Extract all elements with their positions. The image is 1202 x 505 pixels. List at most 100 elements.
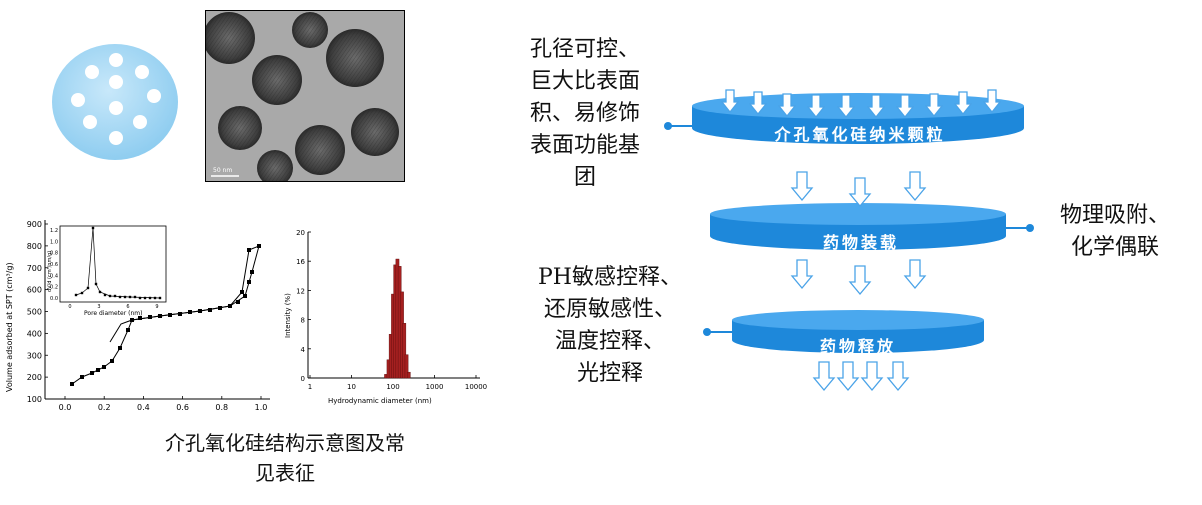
loading-line: 物理吸附、 bbox=[1059, 203, 1170, 228]
feature-line: 积、易修饰 bbox=[529, 101, 640, 126]
arrows-stage1-to-2 bbox=[791, 171, 926, 207]
connector-loading bbox=[1006, 224, 1034, 232]
tem-micrograph: 50 nm bbox=[205, 10, 405, 182]
dls-xtick-label: 1000 bbox=[426, 383, 444, 391]
isotherm-point bbox=[218, 306, 222, 310]
isotherm-point bbox=[188, 310, 192, 314]
feature-line: 团 bbox=[573, 165, 596, 190]
isotherm-point bbox=[90, 371, 94, 375]
left-caption-line2: 见表征 bbox=[255, 461, 315, 485]
isotherm-point bbox=[126, 328, 130, 332]
isotherm-point bbox=[240, 290, 244, 294]
release-line: 还原敏感性、 bbox=[543, 297, 676, 322]
inset-point bbox=[143, 296, 147, 300]
inset-point bbox=[94, 282, 98, 286]
inset-ytick-label: 0.2 bbox=[50, 285, 58, 291]
dls-ytick-label: 8 bbox=[301, 317, 305, 325]
isotherm-chart: Volume adsorbed at SPT (cm³/g) 100200300… bbox=[5, 220, 270, 412]
inset-ytick-label: 0.4 bbox=[50, 273, 58, 279]
stage-disk-loading bbox=[710, 203, 1006, 250]
dls-xtick-label: 1 bbox=[308, 383, 312, 391]
inset-point bbox=[148, 296, 152, 300]
inset-point bbox=[91, 226, 95, 230]
pore-dots bbox=[71, 53, 161, 145]
inset-xtick-label: 9 bbox=[155, 304, 158, 310]
inset-point bbox=[113, 294, 117, 298]
isotherm-ytick-label: 400 bbox=[27, 329, 42, 338]
isotherm-ytick-label: 700 bbox=[27, 264, 42, 273]
inset-point bbox=[98, 290, 102, 294]
isotherm-xtick-label: 0.6 bbox=[176, 403, 189, 412]
inset-point bbox=[158, 296, 162, 300]
inset-point bbox=[103, 293, 107, 297]
stage-label-loading: 药物装载 bbox=[822, 233, 899, 252]
stage-disk-release bbox=[732, 310, 984, 353]
release-line: 光控释 bbox=[576, 361, 643, 386]
inset-points bbox=[74, 226, 162, 300]
isotherm-point bbox=[130, 318, 134, 322]
connector-feature bbox=[664, 122, 692, 130]
arrows-stage2-to-3 bbox=[791, 259, 926, 295]
flow-diagram bbox=[664, 89, 1034, 391]
isotherm-point bbox=[243, 294, 247, 298]
inset-ytick-label: 0.0 bbox=[50, 296, 58, 302]
release-line: PH敏感控释、 bbox=[538, 265, 682, 290]
isotherm-point bbox=[208, 308, 212, 312]
inset-point bbox=[80, 291, 84, 295]
stage-disk-nanoparticle bbox=[692, 93, 1024, 144]
dls-ytick-label: 12 bbox=[296, 287, 305, 295]
isotherm-point bbox=[70, 382, 74, 386]
inset-point bbox=[118, 295, 122, 299]
dls-bar bbox=[402, 323, 407, 379]
dls-ylabel: Intensity (%) bbox=[284, 293, 292, 338]
isotherm-point bbox=[257, 244, 261, 248]
dls-ytick-label: 0 bbox=[301, 375, 305, 383]
tem-particles bbox=[205, 12, 399, 182]
isotherm-point bbox=[118, 346, 122, 350]
isotherm-ytick-label: 500 bbox=[27, 308, 42, 317]
loading-methods-text: 物理吸附、 化学偶联 bbox=[1040, 200, 1190, 264]
dls-xtick-label: 10 bbox=[347, 383, 356, 391]
feature-line: 巨大比表面 bbox=[529, 69, 640, 94]
isotherm-ytick-label: 200 bbox=[27, 373, 42, 382]
isotherm-point bbox=[138, 316, 142, 320]
isotherm-ytick-label: 600 bbox=[27, 286, 42, 295]
inset-point bbox=[108, 294, 112, 298]
isotherm-point bbox=[250, 270, 254, 274]
dls-ytick-label: 20 bbox=[296, 229, 305, 237]
dls-xtick-label: 10000 bbox=[465, 383, 487, 391]
inset-ytick-label: 1.0 bbox=[50, 239, 58, 245]
isotherm-xtick-label: 1.0 bbox=[255, 403, 268, 412]
isotherm-point bbox=[80, 375, 84, 379]
feature-text: 孔径可控、 巨大比表面 积、易修饰 表面功能基 团 bbox=[500, 34, 670, 194]
isotherm-points bbox=[70, 244, 261, 386]
stage-label-release: 药物释放 bbox=[819, 337, 896, 356]
inset-point bbox=[153, 296, 157, 300]
inset-ytick-label: 0.8 bbox=[50, 251, 58, 257]
inset-ytick-label: 0.6 bbox=[50, 262, 58, 268]
feature-line: 表面功能基 bbox=[529, 133, 640, 158]
inset-point bbox=[128, 295, 132, 299]
inset-point bbox=[138, 296, 142, 300]
loading-line: 化学偶联 bbox=[1070, 235, 1159, 260]
isotherm-xtick-label: 0.0 bbox=[59, 403, 72, 412]
connector-release bbox=[703, 328, 732, 336]
dls-bar bbox=[406, 371, 411, 379]
isotherm-ytick-label: 800 bbox=[27, 242, 42, 251]
dls-histogram: Intensity (%) Hydrodynamic diameter (nm)… bbox=[284, 229, 487, 405]
tem-scale-label: 50 nm bbox=[213, 167, 232, 174]
isotherm-point bbox=[178, 312, 182, 316]
isotherm-xtick-label: 0.2 bbox=[98, 403, 111, 412]
isotherm-xtick-label: 0.8 bbox=[215, 403, 228, 412]
release-methods-text: PH敏感控释、 还原敏感性、 温度控释、 光控释 bbox=[515, 262, 705, 390]
feature-line: 孔径可控、 bbox=[529, 37, 640, 62]
release-line: 温度控释、 bbox=[554, 329, 665, 354]
inset-point bbox=[123, 295, 127, 299]
dls-xlabel: Hydrodynamic diameter (nm) bbox=[328, 397, 432, 405]
inset-xtick-label: 0 bbox=[68, 304, 71, 310]
inset-point bbox=[133, 295, 137, 299]
inset-xtick-label: 6 bbox=[126, 304, 129, 310]
isotherm-ytick-label: 100 bbox=[27, 395, 42, 404]
isotherm-ylabel: Volume adsorbed at SPT (cm³/g) bbox=[5, 262, 14, 392]
output-arrows bbox=[813, 361, 909, 391]
